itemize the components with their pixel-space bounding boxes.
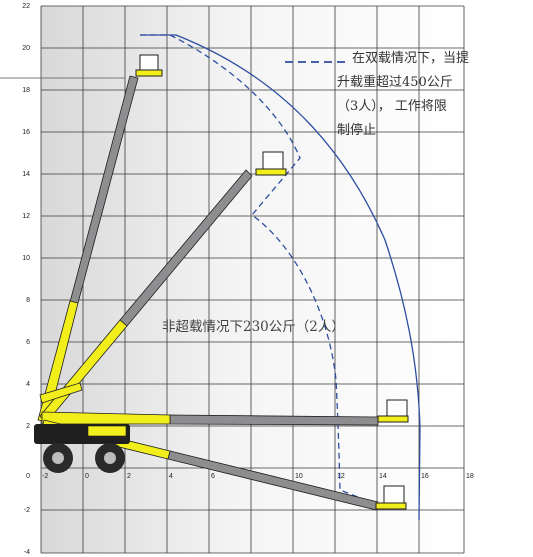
chassis — [34, 424, 130, 473]
y-tick-label: 22 — [22, 3, 30, 10]
x-tick-label: 2 — [127, 473, 131, 480]
overload-envelope — [140, 34, 379, 506]
y-tick-label: -4 — [24, 549, 30, 556]
normal-load-annotation: 非超载情况下230公斤（2人） — [162, 319, 345, 335]
jib — [39, 382, 83, 404]
annotation-line: （3人）， 工作将限 — [337, 99, 447, 114]
y-tick-label: 12 — [22, 213, 30, 220]
x-tick-label: 18 — [466, 473, 474, 480]
x-tick-label: 6 — [211, 473, 215, 480]
y-tick-label: 8 — [26, 297, 30, 304]
x-tick-label: 0 — [85, 473, 89, 480]
x-tick-label: 4 — [169, 473, 173, 480]
y-axis-labels: 22 20 18 16 14 12 10 8 6 4 2 0 -2 -4 — [22, 3, 30, 556]
y-tick-label: 10 — [22, 255, 30, 262]
platform-top — [135, 54, 163, 77]
x-tick-label: 16 — [421, 473, 429, 480]
y-tick-label: 16 — [22, 129, 30, 136]
platform-mid-high — [255, 151, 287, 176]
platform-low — [375, 485, 407, 510]
platforms — [135, 54, 409, 510]
y-tick-label: 14 — [22, 171, 30, 178]
y-tick-label: 18 — [22, 87, 30, 94]
platform-horizontal — [377, 399, 409, 423]
x-tick-label: 12 — [337, 473, 345, 480]
annotation-line: 在双载情况下，当提 — [352, 50, 469, 66]
x-tick-label: -2 — [42, 473, 48, 480]
y-tick-label: 6 — [26, 339, 30, 346]
y-tick-label: 0 — [26, 473, 30, 480]
y-tick-label: -2 — [24, 507, 30, 514]
overload-annotation: 在双载情况下，当提 升载重超过450公斤 （3人）， 工作将限 制停止 — [337, 50, 469, 138]
y-tick-label: 4 — [26, 381, 30, 388]
y-tick-label: 20 — [22, 45, 30, 52]
normal-load-envelope — [140, 34, 421, 521]
annotation-line: 升载重超过450公斤 — [337, 74, 453, 90]
y-tick-label: 2 — [26, 423, 30, 430]
boom-horizontal-yellow — [41, 411, 171, 425]
x-tick-label: 14 — [379, 473, 387, 480]
annotation-line: 制停止 — [337, 122, 376, 138]
boom-horizontal-gray — [169, 414, 379, 426]
x-tick-label: 10 — [295, 473, 303, 480]
